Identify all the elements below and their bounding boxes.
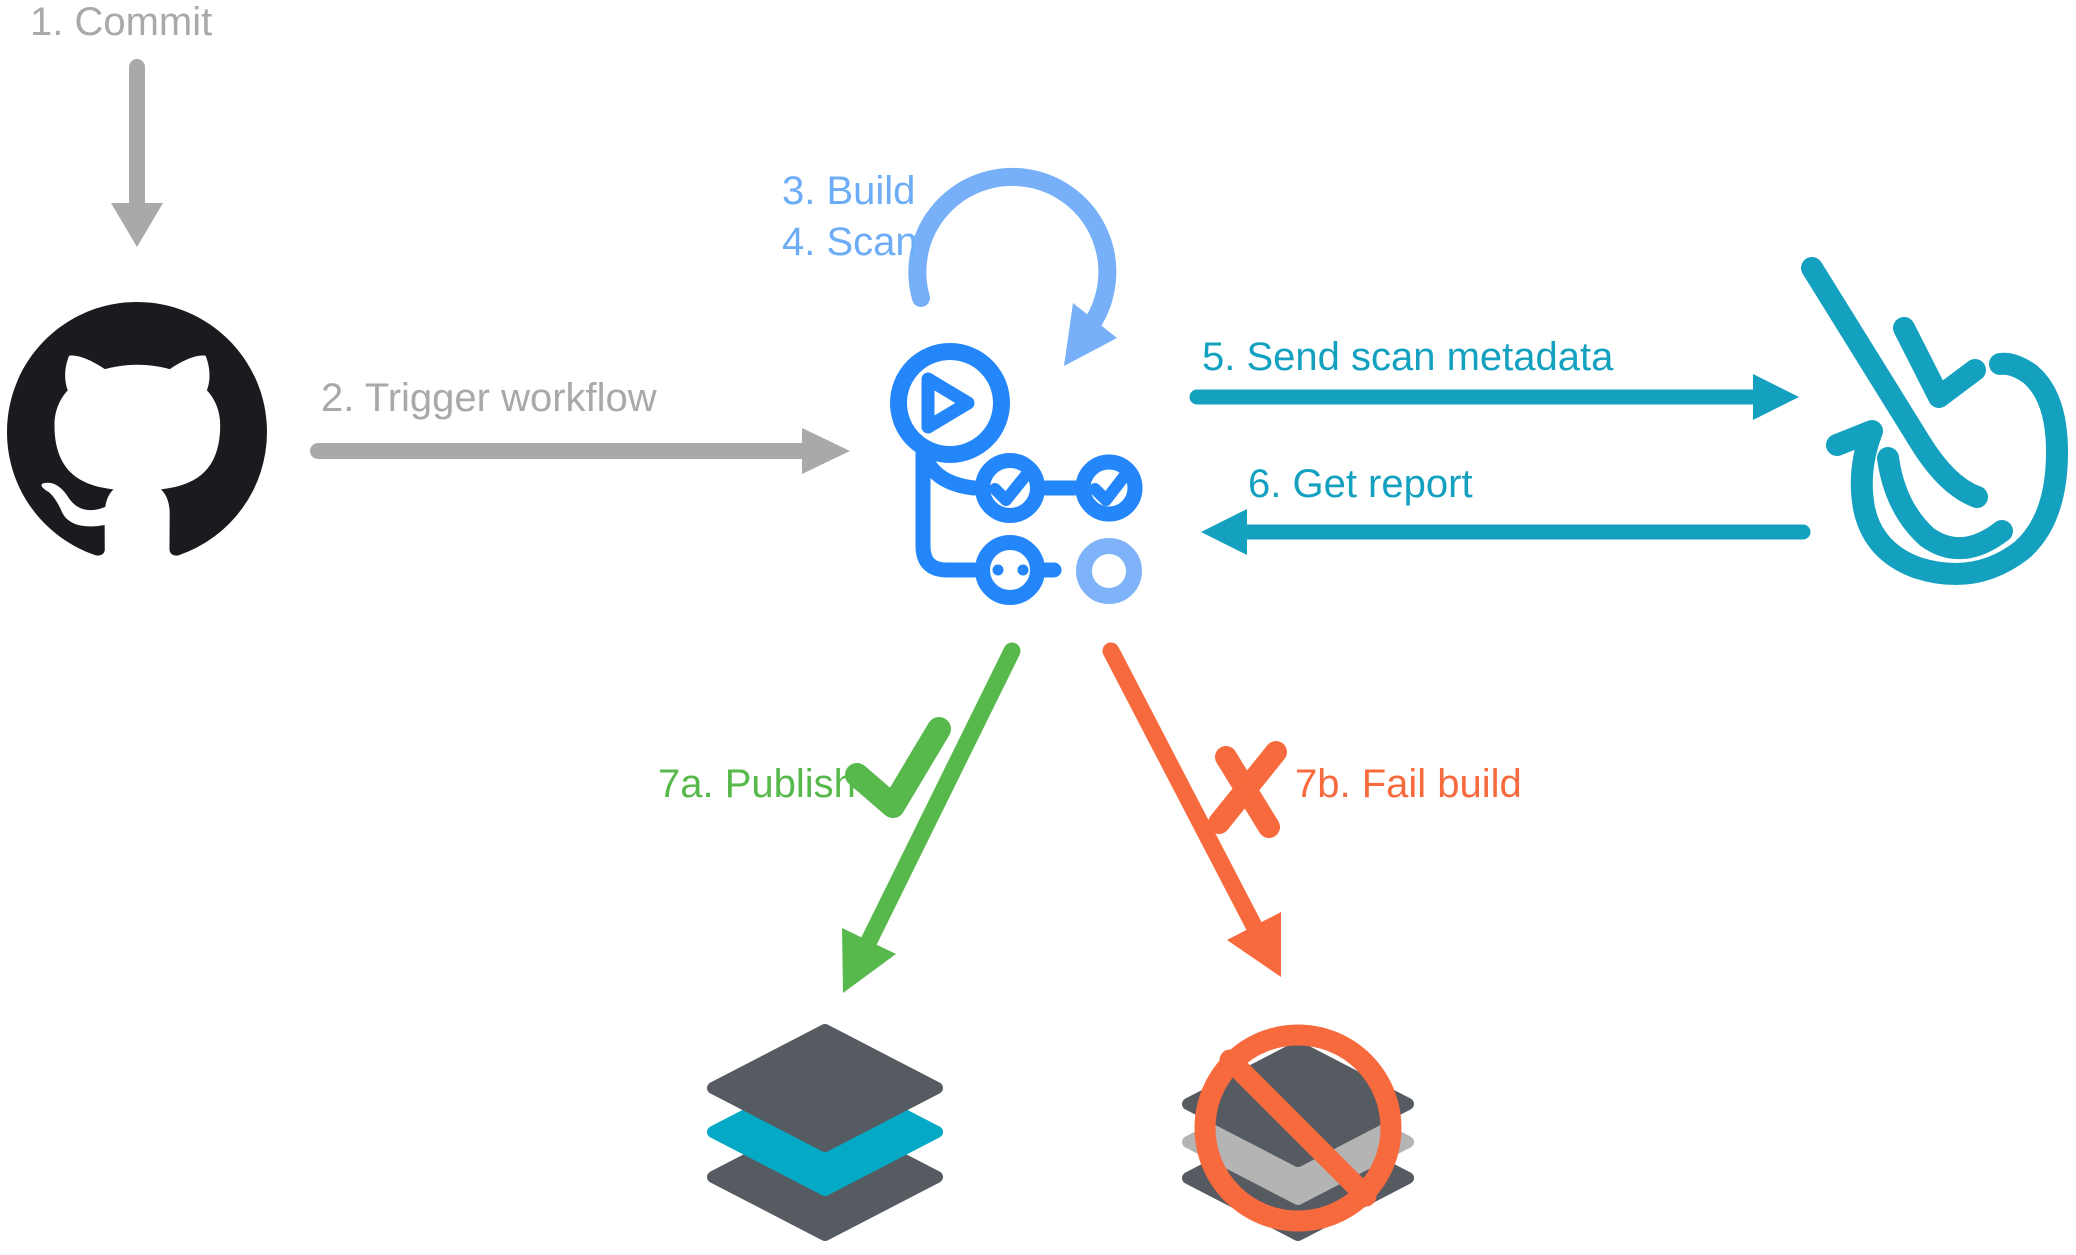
github-actions-logo-icon [890,343,1143,605]
label-step-trigger-workflow: 2. Trigger workflow [321,376,657,420]
publish-arrow [842,642,1021,993]
build-scan-loop-arrow [908,167,1117,366]
label-step-send-scan-metadata: 5. Send scan metadata [1202,335,1614,379]
label-step-publish: 7a. Publish [658,762,856,806]
check-icon [845,717,951,818]
send-scan-metadata-arrow [1189,374,1799,420]
label-step-commit: 1. Commit [30,0,213,44]
fail-build-arrow [1102,642,1281,977]
label-step-get-report: 6. Get report [1248,462,1473,506]
trigger-workflow-arrow [310,428,850,474]
commit-arrow [111,59,163,247]
prohibition-icon [1194,1024,1402,1232]
label-step-build: 3. Build [782,169,916,213]
github-logo-icon [7,302,267,556]
container-image-layers-icon [707,1024,943,1241]
label-step-scan: 4. Scan [782,220,918,264]
x-icon [1208,741,1287,838]
label-step-fail-build: 7b. Fail build [1295,762,1522,806]
get-report-arrow [1201,509,1811,555]
sysdig-logo-icon [1801,257,2069,585]
